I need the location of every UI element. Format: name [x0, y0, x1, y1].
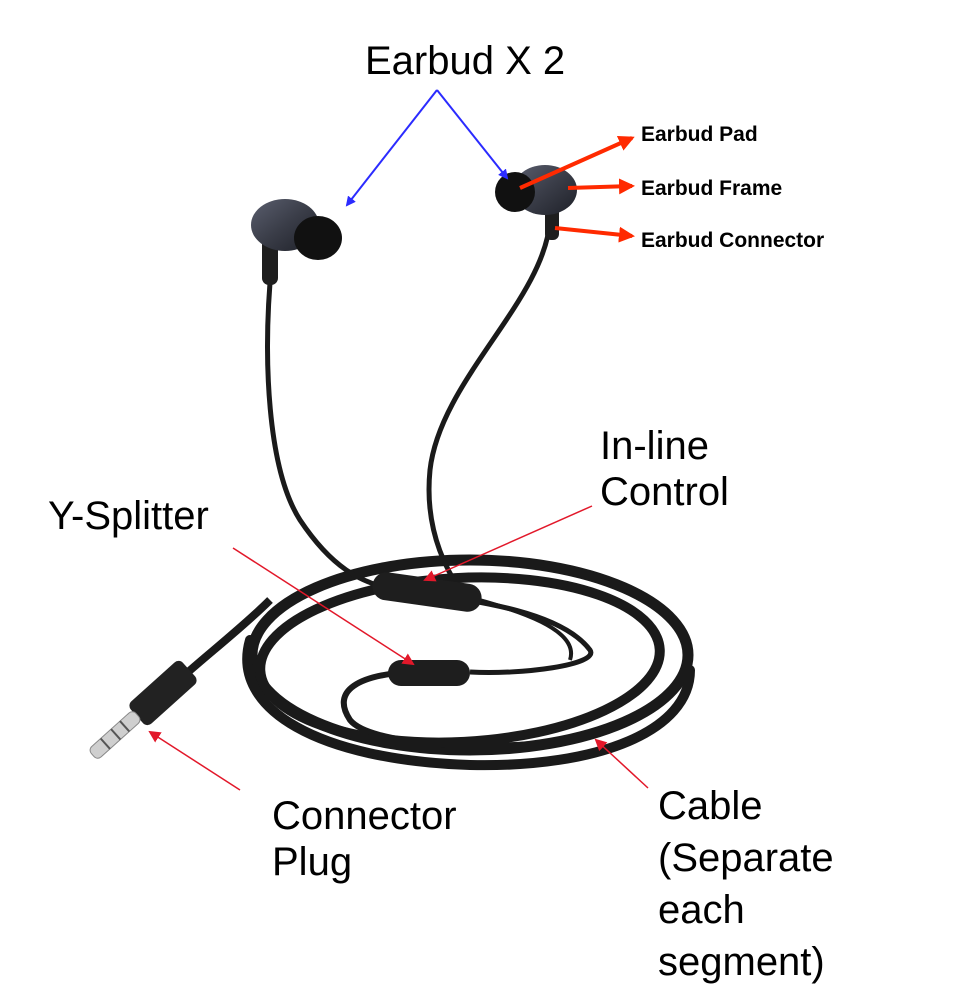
inline-control-body	[372, 572, 482, 612]
plug-pin	[89, 711, 141, 759]
connector-plug-line-2: Plug	[272, 840, 353, 884]
connector-plug-line-1: Connector	[272, 794, 457, 838]
plug-housing	[129, 660, 197, 726]
cable-line-4: segment)	[658, 940, 825, 984]
left-earbud	[251, 199, 342, 285]
frame-arrow	[567, 178, 635, 195]
inline-arrow	[423, 505, 593, 582]
plug-arrow	[148, 730, 241, 791]
inline-control-label: In-line Control	[600, 423, 729, 515]
title-label: Earbud X 2	[365, 39, 566, 83]
right-earbud	[495, 165, 577, 240]
left-earbud-wire	[265, 259, 401, 593]
cable-label: Cable (Separate each segment)	[658, 780, 834, 988]
cable-line-3: each	[658, 888, 745, 932]
y-splitter-label: Y-Splitter	[48, 494, 209, 538]
cable-arrow	[594, 738, 649, 789]
earbud-pad-label: Earbud Pad	[641, 123, 758, 146]
lower-cable	[340, 669, 561, 749]
earbud-frame-label: Earbud Frame	[641, 177, 783, 200]
right-earbud-wire	[426, 219, 553, 592]
connector-plug-label: Connector Plug	[272, 793, 457, 885]
pad-arrow	[519, 135, 635, 190]
title-arrow-right	[436, 89, 509, 180]
connector-arrow	[554, 226, 635, 243]
title-arrow-left	[345, 89, 438, 207]
inline-control-line-1: In-line	[600, 424, 709, 468]
y-splitter-body	[388, 660, 470, 686]
inline-control-line-2: Control	[600, 470, 729, 514]
earbud-connector-label: Earbud Connector	[641, 229, 825, 252]
ysplit-arrow	[232, 547, 415, 666]
cable-line-2: (Separate	[658, 836, 834, 880]
cable-line-1: Cable	[658, 784, 763, 828]
